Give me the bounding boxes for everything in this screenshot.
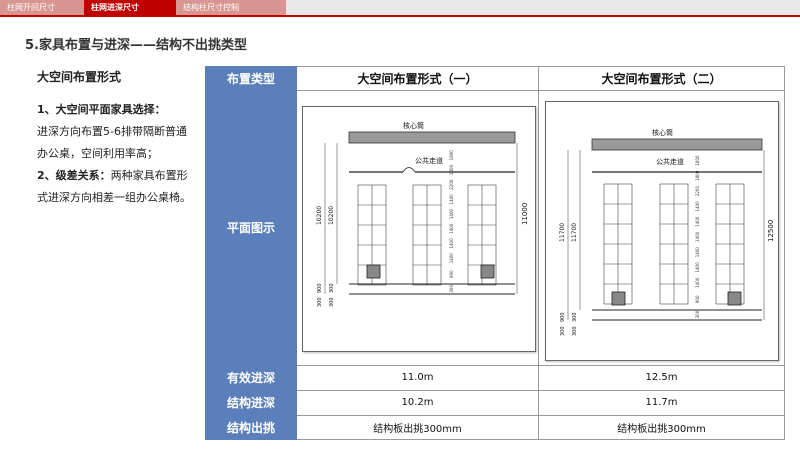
row-label-plan: 平面图示 — [226, 221, 275, 235]
structural-column — [480, 264, 495, 279]
dim-depth-right: 11000 — [521, 203, 529, 225]
dim-depth-left: 10200 — [328, 206, 335, 225]
dim-subdivision-label: 2200 — [449, 179, 454, 190]
grid-line — [297, 415, 785, 416]
dim-bottom: 300 — [572, 326, 578, 336]
tab-column-bay-depth[interactable]: 柱网进深尺寸 — [84, 0, 176, 15]
point2-lead: 2、级差关系： — [37, 169, 111, 182]
row-label-effective-depth: 有效进深 — [226, 371, 275, 385]
layout-comparison-table: 布置类型 平面图示 有效进深 结构进深 结构出挑 大空间布置形式（一） 大空间布… — [205, 66, 785, 440]
dim-subdivision-label: 1800 — [695, 170, 700, 181]
left-subtitle: 大空间布置形式 — [37, 70, 122, 84]
dim-subdivision-label: 2200 — [695, 186, 700, 197]
grid-line — [538, 66, 539, 440]
column-header-layout-1: 大空间布置形式（一） — [357, 71, 478, 86]
dim-subdivision-label: 1400 — [695, 231, 700, 242]
cantilever-2: 结构板出挑300mm — [617, 424, 706, 435]
dim-subdivision-label: 1800 — [449, 164, 454, 175]
plan-diagram-2: 核心筒 公共走道 11700 11700 12500 300 900 — [545, 101, 779, 361]
dim-bottom: 900 — [317, 283, 323, 293]
corridor-label: 公共走道 — [415, 156, 443, 165]
point1-lead: 1、大空间平面家具选择： — [37, 103, 166, 116]
dim-subdivision-label: 300 — [695, 310, 700, 318]
structural-column — [727, 291, 742, 306]
dim-subdivision-label: 1400 — [449, 194, 454, 205]
dim-subdivision-label: 1400 — [449, 253, 454, 264]
core-band — [591, 138, 763, 151]
grid-line — [297, 390, 785, 391]
desk-group — [357, 184, 497, 286]
dim-subdivision-label: 1800 — [695, 155, 700, 166]
plan-diagram-1: 核心筒 公共走道 10200 — [302, 106, 536, 352]
top-tab-bar: 柱网开间尺寸 柱网进深尺寸 结构柱尺寸控制 — [0, 0, 800, 15]
dim-subdivisions: 1800 1800 2200 1400 1400 1400 1400 1400 1400 900 3… — [695, 155, 700, 318]
dim-subdivisions: 1800 1800 2200 1400 1400 1400 1400 1400 900 300 — [449, 150, 454, 293]
tab-column-bay-width[interactable]: 柱网开间尺寸 — [0, 0, 84, 15]
core-label: 核心筒 — [403, 121, 424, 130]
dim-subdivision-label: 1400 — [695, 262, 700, 273]
row-label-layout-type: 布置类型 — [226, 71, 275, 86]
grid-line — [297, 365, 785, 366]
tab-column-size-control[interactable]: 结构柱尺寸控制 — [176, 0, 286, 15]
dim-subdivision-label: 1400 — [695, 277, 700, 288]
section-title: 5.家具布置与进深——结构不出挑类型 — [25, 38, 247, 53]
dim-bottom: 300 — [317, 297, 323, 307]
structural-column — [611, 291, 626, 306]
row-label-structural-depth: 结构进深 — [226, 396, 275, 410]
structural-depth-1: 10.2m — [401, 397, 434, 408]
core-band — [348, 131, 516, 144]
dim-depth-left: 11700 — [559, 223, 566, 242]
dim-subdivision-label: 300 — [449, 285, 454, 293]
column-header-layout-2: 大空间布置形式（二） — [601, 71, 722, 86]
dim-depth-left: 11700 — [571, 223, 578, 242]
effective-depth-2: 12.5m — [645, 372, 678, 383]
grid-line — [297, 439, 785, 440]
grid-line — [784, 66, 785, 440]
grid-line — [297, 66, 785, 67]
dim-subdivision-label: 1400 — [449, 223, 454, 234]
dim-subdivision-label: 1400 — [695, 247, 700, 258]
point2-body: 两种家具布置形式进深方向相差一组办公桌椅。 — [37, 169, 191, 204]
dim-bottom: 300 — [572, 312, 578, 322]
effective-depth-1: 11.0m — [401, 372, 434, 383]
core-label: 核心筒 — [652, 128, 673, 137]
left-description: 1、大空间平面家具选择： 进深方向布置5-6排带隔断普通办公桌，空间利用率高； … — [37, 99, 197, 209]
dim-subdivision-label: 900 — [449, 270, 454, 278]
tab-underline — [0, 15, 800, 17]
structural-depth-2: 11.7m — [645, 397, 678, 408]
cantilever-1: 结构板出挑300mm — [373, 424, 462, 435]
dim-subdivision-label: 1400 — [695, 216, 700, 227]
dim-subdivision-label: 1400 — [695, 201, 700, 212]
dim-bottom: 300 — [560, 326, 566, 336]
dim-depth-left: 10200 — [316, 206, 323, 225]
dim-subdivision-label: 1400 — [449, 238, 454, 249]
row-header-column — [205, 66, 297, 440]
dim-bottom: 300 — [329, 283, 335, 293]
point1-body: 进深方向布置5-6排带隔断普通办公桌，空间利用率高； — [37, 125, 187, 160]
dim-subdivision-label: 1400 — [449, 209, 454, 220]
structural-column — [366, 264, 381, 279]
corridor-label: 公共走道 — [656, 157, 684, 166]
dim-depth-right: 12500 — [767, 220, 775, 242]
floor-plan-svg-1: 核心筒 公共走道 10200 — [316, 121, 529, 307]
dim-bottom: 300 — [329, 297, 335, 307]
floor-plan-svg-2: 核心筒 公共走道 11700 11700 12500 300 900 — [559, 128, 775, 336]
dim-bottom: 900 — [560, 312, 566, 322]
door-arc — [402, 167, 416, 173]
dim-subdivision-label: 900 — [695, 295, 700, 303]
dim-subdivision-label: 1800 — [449, 150, 454, 161]
desk-group — [603, 183, 745, 305]
grid-line — [297, 90, 785, 91]
row-label-cantilever: 结构出挑 — [226, 421, 275, 435]
